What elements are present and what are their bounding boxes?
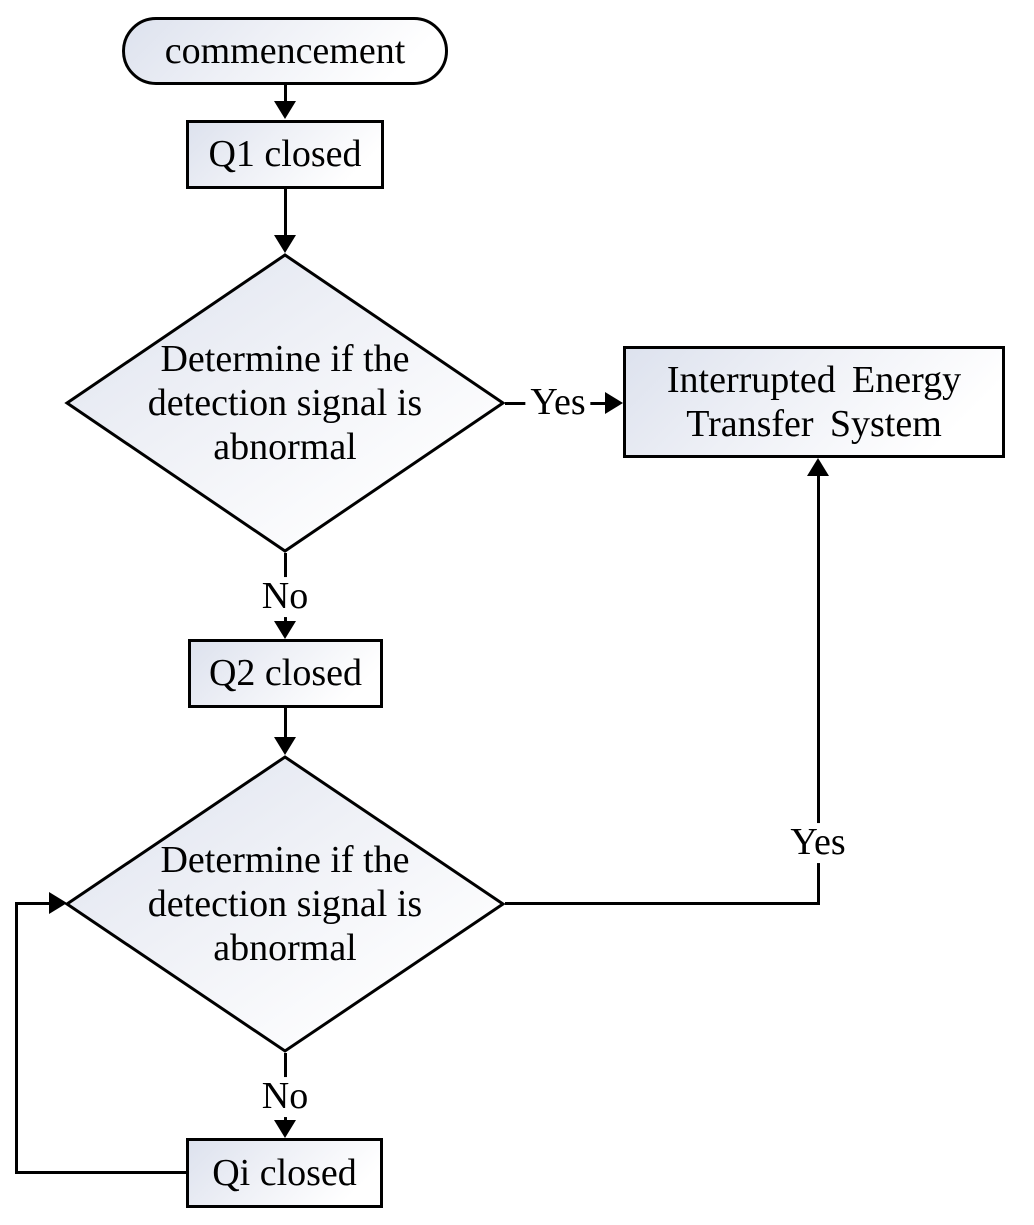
decision2-no-label: No: [256, 1076, 314, 1117]
qi-closed-node: Qi closed: [186, 1138, 383, 1208]
q1-closed-node: Q1 closed: [186, 120, 384, 189]
arrowhead-loop-decision2: [49, 892, 67, 914]
q2-closed-node: Q2 closed: [188, 639, 383, 708]
arrowhead-decision1-yes: [605, 392, 623, 414]
connector-start-q1: [283, 85, 287, 102]
connector-q2-decision2: [283, 708, 287, 739]
connector-loop-bottom: [14, 1170, 186, 1174]
connector-loop-vertical: [14, 901, 18, 1174]
decision1-no-label: No: [256, 576, 314, 617]
connector-decision2-yes-vertical: [816, 476, 820, 905]
arrowhead-start-q1: [274, 101, 296, 119]
arrowhead-decision2-no: [274, 1120, 296, 1138]
decision2-diamond-shape: [64, 755, 506, 1053]
decision1-diamond: [64, 253, 506, 553]
connector-loop-top: [14, 901, 51, 905]
q1-closed-label: Q1 closed: [208, 133, 362, 176]
arrowhead-decision2-yes: [807, 458, 829, 476]
decision2-label: Determine if the detection signal is abn…: [147, 839, 423, 969]
arrowhead-q1-decision1: [274, 235, 296, 253]
decision1-diamond-shape: [64, 253, 506, 553]
decision1-label: Determine if the detection signal is abn…: [147, 338, 423, 468]
connector-decision2-yes-horizontal: [505, 901, 820, 905]
q2-closed-label: Q2 closed: [208, 652, 363, 695]
qi-closed-label: Qi closed: [212, 1151, 357, 1194]
start-node-label: commencement: [164, 29, 406, 72]
decision2-yes-label: Yes: [785, 822, 851, 863]
interrupted-energy-node: Interrupted Energy Transfer System: [623, 346, 1005, 458]
connector-q1-decision1: [283, 189, 287, 237]
start-node: commencement: [122, 17, 448, 85]
arrowhead-decision1-no: [274, 621, 296, 639]
decision2-diamond: [64, 755, 506, 1053]
arrowhead-q2-decision2: [274, 737, 296, 755]
decision1-yes-label: Yes: [525, 382, 591, 423]
interrupted-energy-label: Interrupted Energy Transfer System: [666, 358, 962, 445]
